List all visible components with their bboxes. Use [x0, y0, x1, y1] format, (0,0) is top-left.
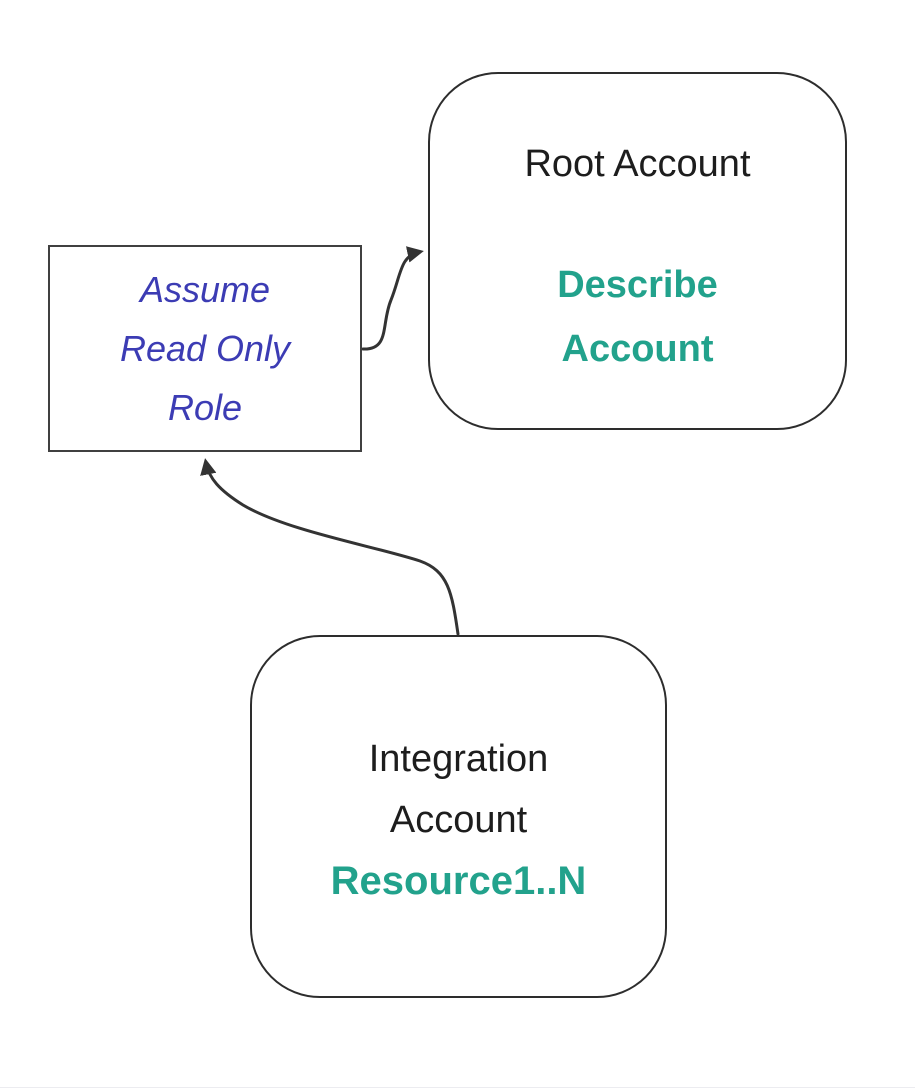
integration-account-title: Integration Account — [252, 637, 665, 851]
edge-assume-to-root-arrow — [361, 246, 424, 351]
node-assume-read-only-role: Assume Read Only Role — [48, 245, 362, 452]
assume-role-label-line-1: Assume — [139, 269, 271, 310]
root-account-action-line-2: Account — [561, 328, 714, 370]
assume-role-label-line-3: Role — [167, 387, 243, 428]
integration-account-title-line-1: Integration — [368, 738, 549, 780]
page-edge-line — [0, 1087, 915, 1088]
root-account-action: Describe Account — [430, 253, 845, 381]
integration-account-title-line-2: Account — [389, 799, 528, 841]
edge-integration-to-assume-arrow — [200, 458, 460, 636]
node-integration-account: Integration Account Resource1..N — [250, 635, 667, 998]
root-account-action-line-1: Describe — [557, 264, 718, 306]
integration-account-resources: Resource1..N — [330, 859, 587, 903]
node-root-account: Root Account Describe Account — [428, 72, 847, 430]
assume-role-label: Assume Read Only Role — [120, 260, 290, 437]
assume-role-label-line-2: Read Only — [119, 328, 291, 369]
root-account-title: Root Account — [524, 143, 751, 185]
